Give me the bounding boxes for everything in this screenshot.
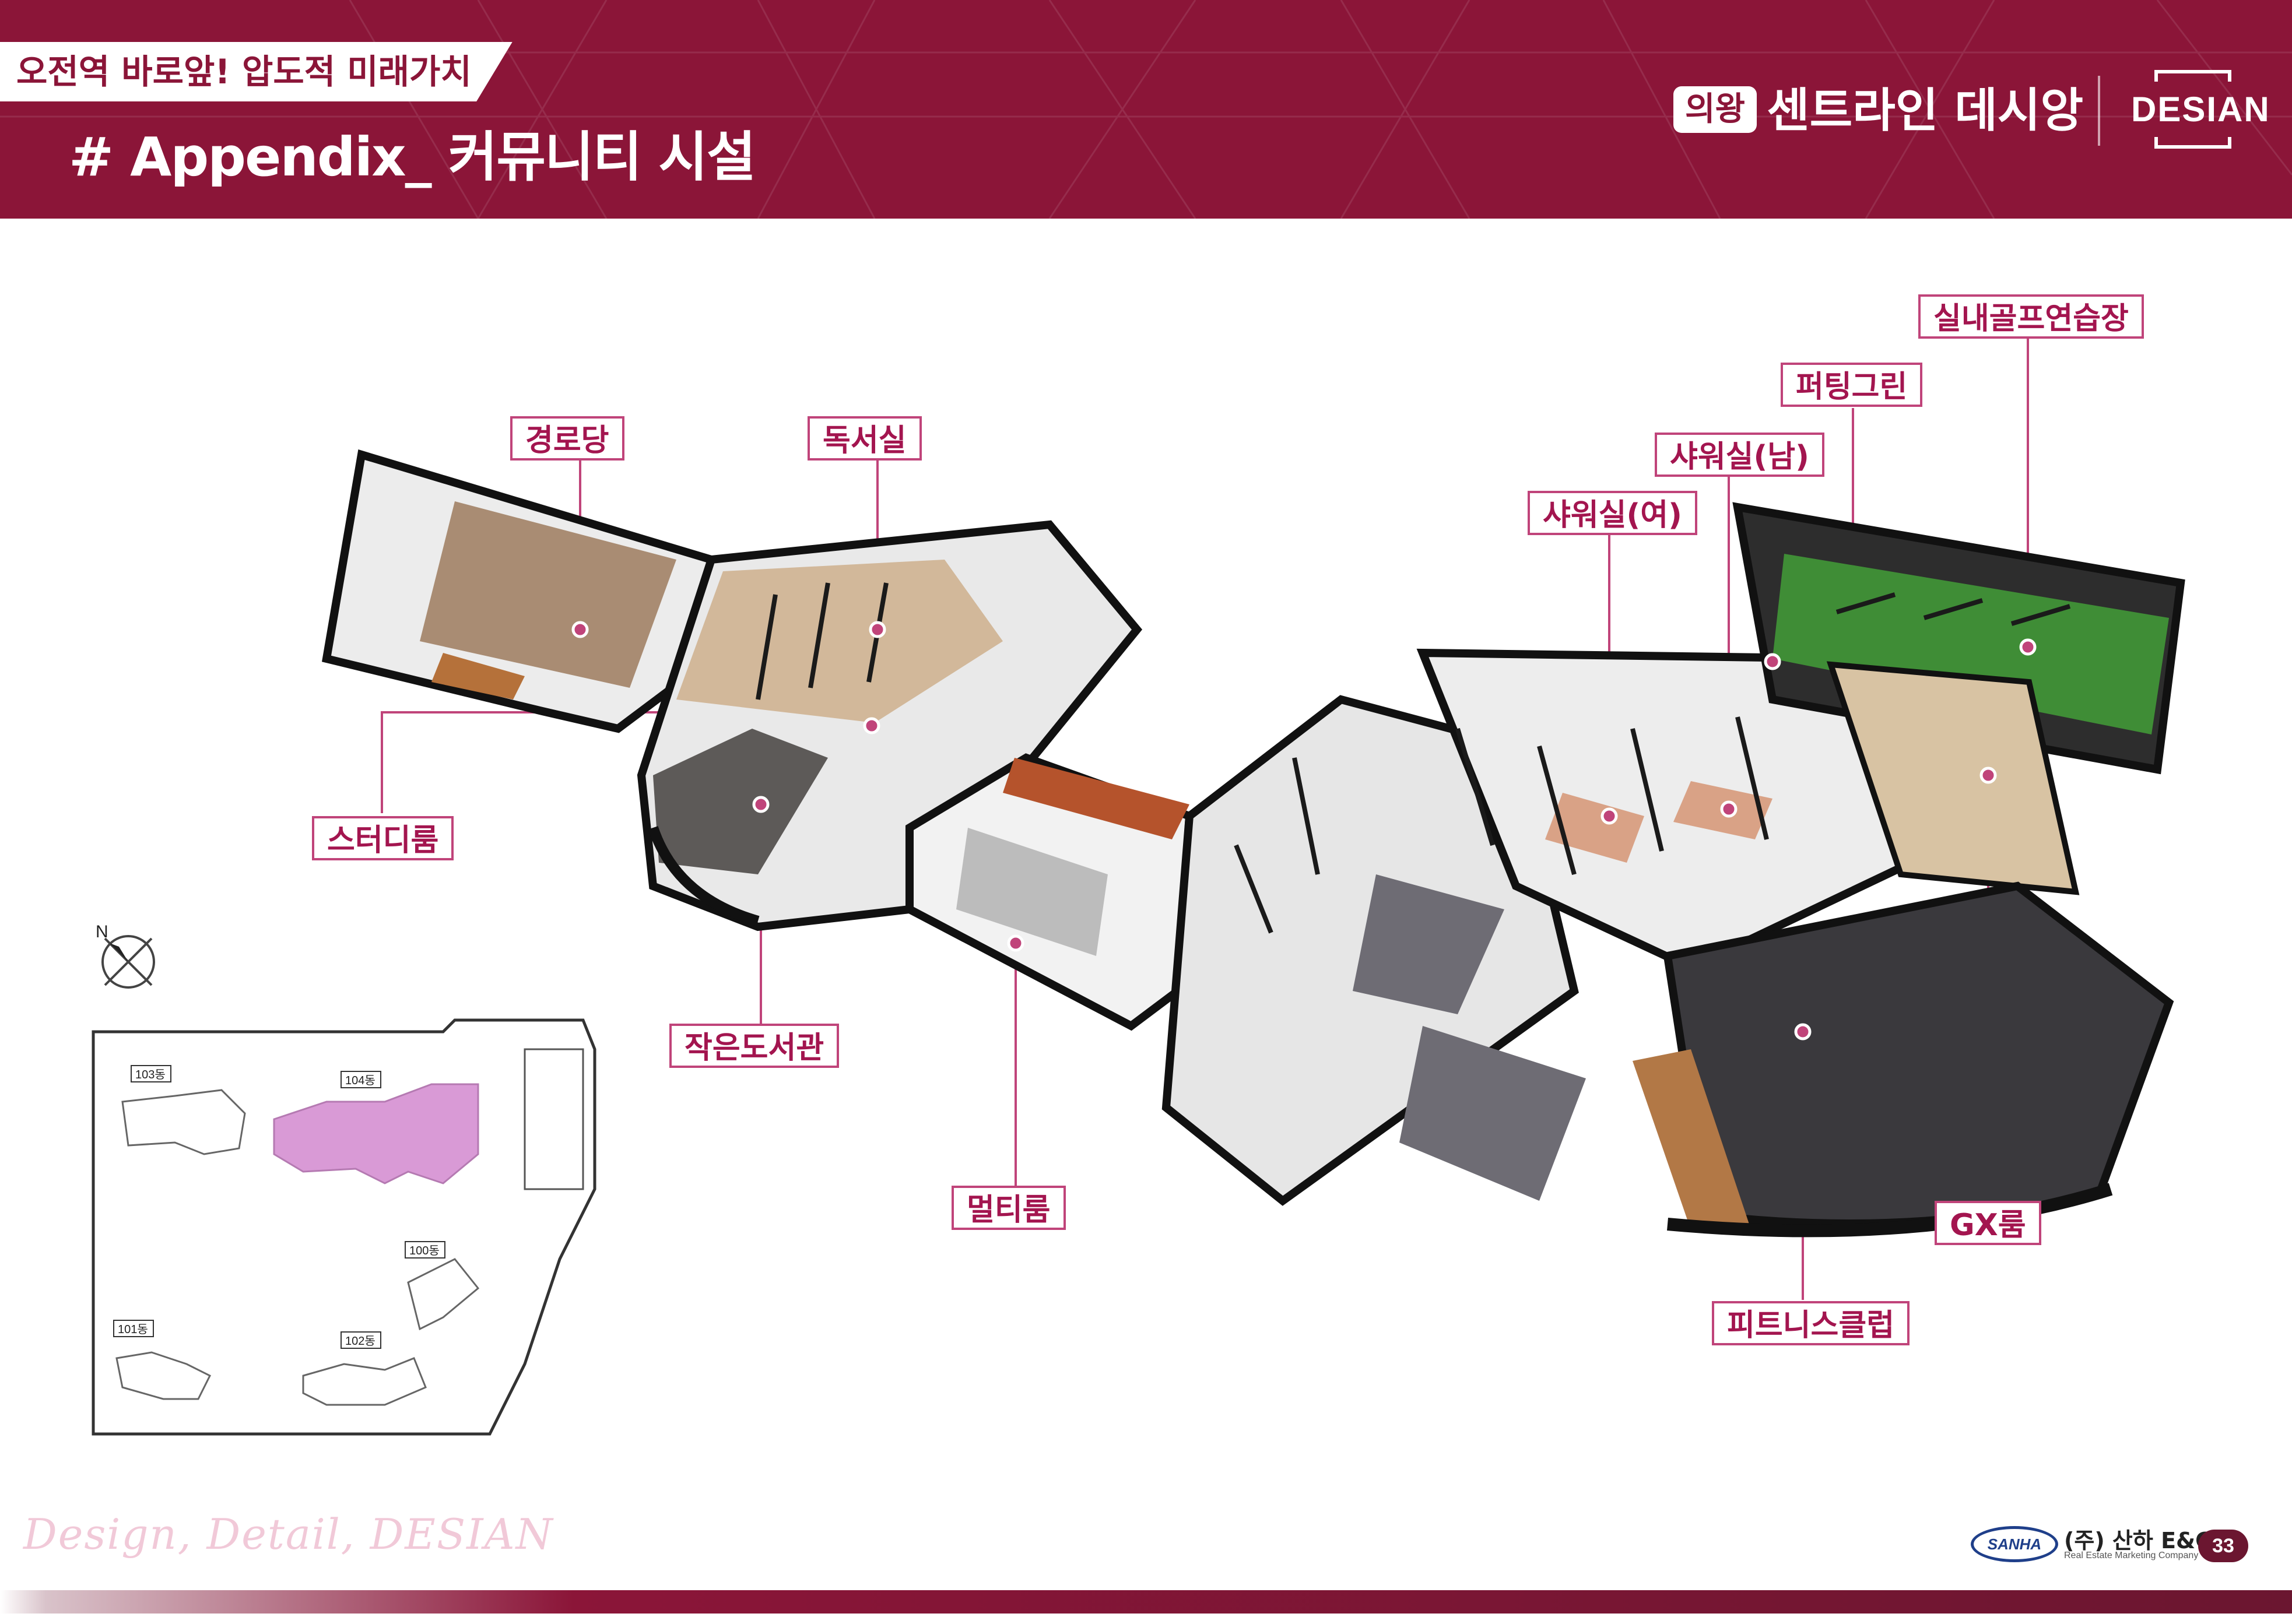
sanha-logo: SANHA [1971, 1526, 2058, 1562]
room-markers [571, 621, 2037, 1041]
callout-fitness-club: 피트니스클럽 [1712, 1301, 1910, 1345]
brand-divider [2098, 76, 2100, 146]
brand-name: 센트라인 데시앙 [1767, 83, 2084, 138]
footer-slogan: Design, Detail, DESIAN [23, 1510, 554, 1559]
building-label-100: 100동 [409, 1245, 440, 1257]
desian-logo-text: DESIAN [2131, 90, 2270, 129]
building-label-101: 101동 [118, 1323, 148, 1336]
callout-study-room: 스터디룸 [312, 816, 454, 860]
callout-shower-female: 샤워실(여) [1528, 491, 1697, 535]
callout-golf-range: 실내골프연습장 [1918, 294, 2144, 339]
callout-putting-green: 퍼팅그린 [1781, 363, 1923, 407]
interior-walls [756, 582, 2071, 934]
footer-bar [0, 1590, 2292, 1614]
tagline: 오전역 바로앞! 압도적 미래가치 [0, 42, 513, 101]
callout-multi-room: 멀티룸 [952, 1186, 1066, 1230]
building-label-102: 102동 [345, 1335, 375, 1348]
company-subtitle: Real Estate Marketing Company [2064, 1551, 2199, 1560]
header-banner: 오전역 바로앞! 압도적 미래가치 # Appendix_ 커뮤니티 시설 의왕… [0, 0, 2292, 219]
callout-shower-male: 샤워실(남) [1655, 433, 1824, 477]
page-number-badge: 33 [2198, 1530, 2248, 1562]
callout-small-library: 작은도서관 [669, 1024, 840, 1068]
callout-senior-center: 경로당 [510, 416, 624, 461]
brand-region-tag: 의왕 [1673, 86, 1757, 133]
compass-icon: N [96, 922, 155, 989]
floor-plan-slabs [321, 449, 2185, 1238]
building-label-104: 104동 [345, 1074, 375, 1087]
callout-gx-room: GX룸 [1935, 1201, 2041, 1245]
compass-north-label: N [96, 922, 108, 941]
highlighted-building [273, 1083, 479, 1184]
callout-reading-room: 독서실 [808, 416, 922, 461]
header-pattern [0, 0, 2292, 219]
site-inset-map: 103동 104동 100동 101동 102동 [92, 1018, 596, 1436]
page-title: # Appendix_ 커뮤니티 시설 [69, 126, 756, 188]
building-label-103: 103동 [135, 1068, 166, 1081]
company-name: (주) 산하 E&C [2064, 1528, 2212, 1553]
desian-logo: DESIAN [2131, 70, 2270, 149]
